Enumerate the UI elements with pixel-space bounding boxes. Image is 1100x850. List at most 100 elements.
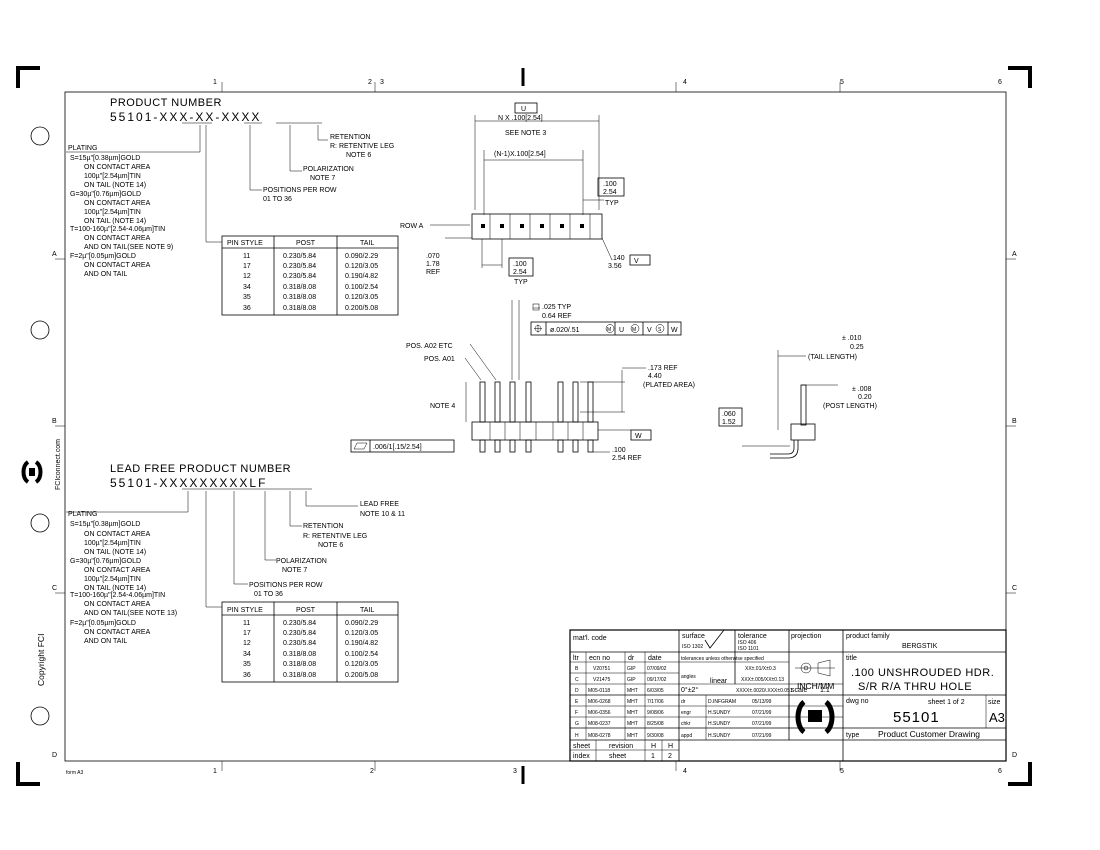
zone-6: 6 (998, 79, 1002, 86)
fcf-datum-u: U (619, 327, 624, 334)
pn1-polarization-note: NOTE 7 (310, 175, 335, 182)
rev-ecn: M05-0118 (588, 688, 610, 694)
row-a-label: ROW A (400, 223, 424, 230)
plating-line: ON CONTACT AREA (84, 262, 151, 269)
dim-152: 1.52 (722, 419, 736, 426)
zone-2: 2 (368, 79, 372, 86)
zone-c-right: C (1012, 585, 1017, 592)
dim-060: .060 (722, 411, 736, 418)
rev-ltr: B (575, 666, 579, 672)
zone-c: C (52, 585, 57, 592)
rev-ltr: G (575, 721, 579, 727)
cell: 17 (243, 630, 251, 637)
plating-line: AND ON TAIL (84, 271, 127, 278)
plating-line: AND ON TAIL(SEE NOTE 13) (84, 610, 177, 617)
cell: 35 (243, 661, 251, 668)
size-label: size (988, 699, 1001, 706)
cell: 0.120/3.05 (345, 661, 378, 668)
dim-254-typ: 2.54 (603, 189, 617, 196)
pn2-leadfree: LEAD FREE (360, 501, 399, 508)
plating-line: S=15µ"[0.38µm]GOLD (70, 521, 140, 528)
pn2-polarization-note: NOTE 7 (282, 567, 307, 574)
plating-line: ON CONTACT AREA (84, 567, 151, 574)
revision-rows: B V20751 GIP 07/09/02 C V21475 GIP 09/17… (575, 666, 667, 739)
plating-line: ON CONTACT AREA (84, 601, 151, 608)
scale-value: 1:1 (820, 687, 830, 694)
pn1-plating-notes: PLATING S=15µ"[0.38µm]GOLD ON CONTACT AR… (68, 145, 173, 278)
col-header: TAIL (360, 607, 374, 614)
plating-line: G=30µ"[0.76µm]GOLD (70, 191, 141, 198)
rev-col-ltr: ltr (573, 655, 580, 662)
plating-line: ON TAIL (NOTE 14) (84, 585, 146, 592)
pin-style-table: PIN STYLE POST TAIL 11 0.230/5.84 0.090/… (221, 235, 399, 316)
title-line-2: S/R R/A THRU HOLE (858, 681, 972, 693)
linear-tol-3: XXXX±.0020/.XXX±0.051 (736, 688, 793, 694)
cell: 0.318/8.08 (283, 661, 316, 668)
tail-tol: ± .010 (842, 335, 862, 342)
zone-3: 3 (380, 79, 384, 86)
plating-line: T=100-160µ"[2.54-4.06µm]TIN (70, 592, 165, 599)
matl-code-label: mat'l. code (573, 635, 607, 642)
product-family: BERGSTIK (902, 643, 938, 650)
cell: 0.090/2.29 (345, 253, 378, 260)
cell: 0.318/8.08 (283, 284, 316, 291)
rev-date: 7/17/06 (647, 699, 664, 705)
angle-value: 0°±2° (681, 686, 698, 694)
side-url: FCIconnect.com (55, 439, 62, 490)
flatness-frame: .006/1[.15/2.54] (350, 439, 455, 453)
units: INCH/MM (797, 681, 834, 691)
plating-line: 100µ"[2.54µm]TIN (84, 209, 141, 216)
cell: 0.090/2.29 (345, 620, 378, 627)
revision-label: revision (609, 743, 633, 750)
title-label: title (846, 655, 857, 662)
family-label: product family (846, 633, 890, 640)
plating-line: S=15µ"[0.38µm]GOLD (70, 155, 140, 162)
product-number-section: PRODUCT NUMBER 55101-XXX-XX-XXXX RETENTI… (66, 97, 394, 278)
pn2-polarization: POLARIZATION (276, 558, 327, 565)
pn2-plating-notes: PLATING S=15µ"[0.38µm]GOLD ON CONTACT AR… (68, 511, 177, 645)
zone-d: D (52, 752, 57, 759)
dim-070: .070 (426, 253, 440, 260)
linear-tol-2: XXX±.005/XX±0.13 (741, 677, 784, 683)
fcf-datum-v: V (647, 327, 652, 334)
pn1-positions: POSITIONS PER ROW (263, 187, 337, 194)
pn1-retention-note: NOTE 6 (346, 152, 371, 159)
pn2-retention-r: R: RETENTIVE LEG (303, 533, 367, 540)
dr-date: 05/13/99 (752, 699, 772, 705)
feature-control-frame: ø.020/.51 M U M V S W (530, 321, 682, 336)
cell: 0.230/5.84 (283, 620, 316, 627)
cell: 0.230/5.84 (283, 640, 316, 647)
typ-label: TYP (605, 200, 619, 207)
linear-label: linear (710, 678, 728, 685)
pn2-leadfree-note: NOTE 10 & 11 (360, 511, 405, 518)
tol-iso-1101: ISO 1101 (738, 646, 759, 652)
type-label: type (846, 732, 859, 739)
cell: 12 (243, 273, 251, 280)
plating-line: ON CONTACT AREA (84, 629, 151, 636)
side-copyright: Copyright FCI (36, 634, 46, 686)
col-header: PIN STYLE (227, 240, 263, 247)
plating-line: ON CONTACT AREA (84, 531, 151, 538)
dim-n-pitch: N X .100[2.54] (498, 115, 543, 122)
zone-4: 4 (683, 79, 687, 86)
rev-date: 9/30/08 (647, 733, 664, 739)
rev-dr: MHT (627, 699, 638, 705)
dim-100-c: .100 (612, 447, 626, 454)
cell: 34 (243, 284, 251, 291)
pos-a01: POS. A01 (424, 356, 455, 363)
plating-line: 100µ"[2.54µm]TIN (84, 540, 141, 547)
dr-label: dr (681, 699, 686, 705)
pn1-retention: RETENTION (330, 134, 370, 141)
sheet-label: sheet (573, 743, 590, 750)
sheet-rev-1: H (651, 743, 656, 750)
cell: 0.230/5.84 (283, 630, 316, 637)
chkr-name: H.SUNDY (708, 721, 731, 727)
zone-3-bottom: 3 (513, 768, 517, 775)
rev-ecn: M08-0278 (588, 733, 611, 739)
pn1-code: 55101-XXX-XX-XXXX (110, 110, 261, 124)
drawing-number: 55101 (893, 709, 940, 726)
rev-date: 09/17/02 (647, 677, 667, 683)
rev-ltr: D (575, 688, 579, 694)
pn2-heading: LEAD FREE PRODUCT NUMBER (110, 463, 291, 475)
plating-line: ON TAIL (NOTE 14) (84, 182, 146, 189)
